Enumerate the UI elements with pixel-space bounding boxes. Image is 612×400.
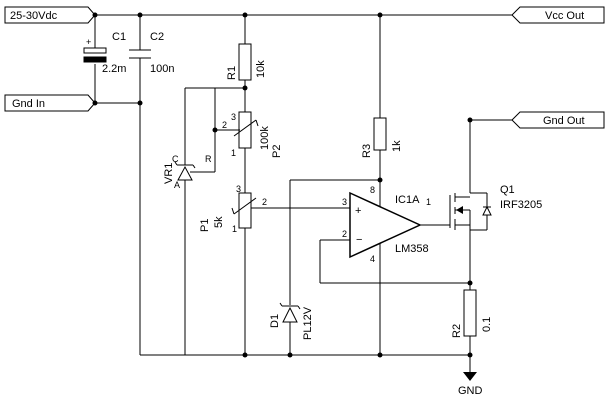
p2-pin3: 3 — [231, 112, 236, 122]
resistor-r3: R3 1k — [361, 117, 403, 158]
c2-value: 100n — [150, 63, 174, 75]
vr1-r: R — [205, 154, 212, 164]
zener-d1: D1 PL12V — [269, 302, 314, 340]
opamp-pin3: 3 — [342, 197, 347, 207]
d1-ref: D1 — [269, 314, 281, 328]
potentiometer-p2: 3 2 1 100k P2 — [222, 111, 283, 158]
opamp-minus: − — [356, 234, 362, 246]
reference-vr1: C R A VR1 — [163, 154, 212, 190]
r1-value: 10k — [255, 60, 267, 78]
potentiometer-p1: 3 2 1 P1 5k — [199, 184, 267, 234]
opamp-ref: IC1A — [395, 194, 420, 206]
opamp-ic1a: + − 3 2 8 4 1 IC1A LM358 — [342, 185, 431, 264]
vr1-c: C — [172, 154, 179, 164]
resistor-r1: R1 10k — [226, 43, 267, 81]
opamp-pin4: 4 — [370, 254, 375, 264]
ground-label: GND — [458, 385, 483, 397]
p1-pin3: 3 — [236, 184, 241, 194]
p1-value: 5k — [213, 216, 225, 228]
opamp-pin1: 1 — [426, 197, 431, 207]
resistor-r2: R2 0.1 — [451, 289, 493, 338]
r3-ref: R3 — [361, 144, 373, 158]
opamp-pin2: 2 — [342, 229, 347, 239]
port-vcc-out: Vcc Out — [511, 6, 605, 24]
port-supply-in: 25-30Vdc — [4, 6, 96, 24]
p2-pin1: 1 — [231, 148, 236, 158]
capacitor-c1: + C1 2.2m — [83, 31, 126, 75]
p1-pin1: 1 — [232, 224, 237, 234]
p2-ref: P2 — [271, 145, 283, 158]
r1-ref: R1 — [226, 66, 238, 80]
r3-value: 1k — [391, 140, 403, 152]
r2-value: 0.1 — [481, 317, 493, 332]
opamp-value: LM358 — [395, 243, 429, 255]
capacitor-c2: C2 100n — [129, 31, 174, 75]
c2-ref: C2 — [150, 31, 164, 43]
p2-value: 100k — [259, 126, 271, 150]
mosfet-q1: Q1 IRF3205 — [449, 184, 542, 230]
ground-symbol: GND — [458, 372, 483, 397]
port-gnd-in-label: Gnd In — [12, 98, 45, 110]
port-gnd-out-label: Gnd Out — [543, 115, 585, 127]
port-gnd-in: Gnd In — [4, 94, 96, 112]
q1-value: IRF3205 — [500, 199, 542, 211]
p2-pin2: 2 — [222, 120, 227, 130]
opamp-plus: + — [355, 205, 361, 217]
q1-ref: Q1 — [500, 184, 515, 196]
vr1-a: A — [174, 180, 180, 190]
c1-plus: + — [86, 37, 91, 47]
port-gnd-out: Gnd Out — [511, 111, 605, 129]
port-vcc-out-label: Vcc Out — [545, 10, 584, 22]
vr1-ref: VR1 — [163, 163, 175, 184]
p1-ref: P1 — [199, 219, 211, 232]
r2-ref: R2 — [451, 324, 463, 338]
c1-ref: C1 — [112, 31, 126, 43]
p1-pin2: 2 — [262, 197, 267, 207]
c1-value: 2.2m — [102, 63, 126, 75]
opamp-pin8: 8 — [370, 185, 375, 195]
d1-value: PL12V — [302, 306, 314, 340]
port-supply-in-label: 25-30Vdc — [10, 10, 58, 22]
